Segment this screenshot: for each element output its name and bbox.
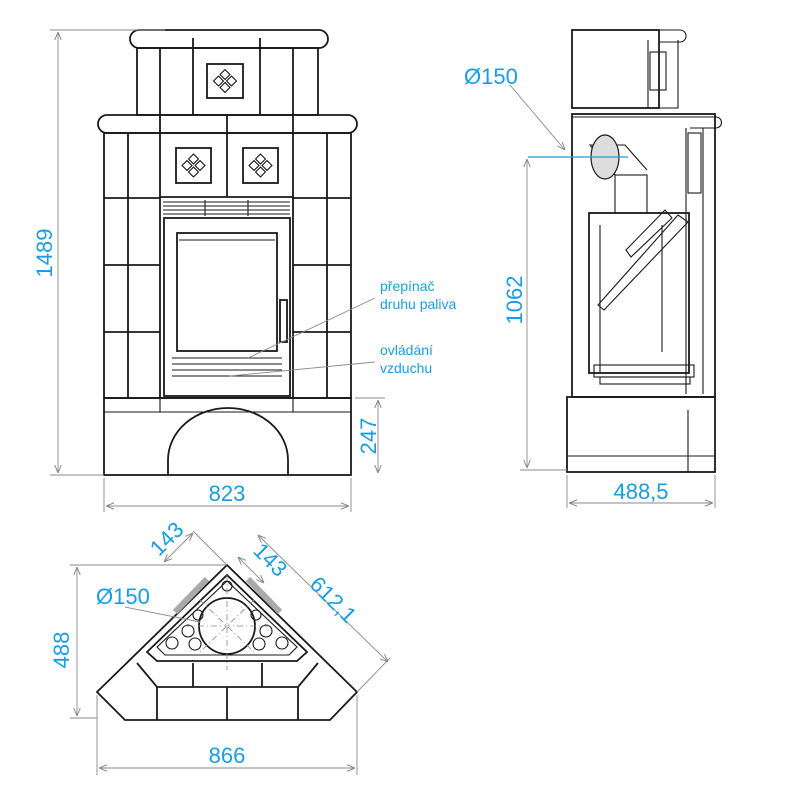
plan-offset-right: 143 (248, 538, 292, 582)
plan-flue-diameter: Ø150 (96, 584, 150, 609)
height-dimension: 1489 (32, 229, 57, 278)
fuel-switch-label-2: druhu paliva (380, 296, 456, 312)
ornament-icon (181, 153, 206, 178)
side-flue-diameter: Ø150 (464, 64, 518, 89)
ornament-tile (175, 147, 212, 184)
firebox-door[interactable] (163, 217, 291, 397)
base-arch (167, 407, 289, 475)
plan-offset-left: 143 (145, 517, 189, 561)
ornament-icon (213, 69, 237, 93)
base (103, 397, 352, 476)
plan-side-length-dimension: 612,1 (305, 571, 362, 628)
base-height-dimension: 247 (356, 418, 381, 455)
air-control-label-1: ovládání (380, 342, 433, 358)
plan-view: Ø150 488 866 612,1 143 143 (49, 517, 391, 775)
plan-depth-dimension: 488 (49, 632, 74, 669)
side-depth-dimension: 488,5 (613, 479, 668, 504)
door-glass (176, 232, 278, 352)
air-control-grate (172, 357, 282, 377)
plan-width-dimension: 866 (209, 743, 246, 768)
front-view: přepínač druhu paliva ovládání vzduchu 1… (32, 29, 456, 512)
door-handle[interactable] (279, 299, 288, 343)
air-control-label-2: vzduchu (380, 360, 432, 376)
top-cornice (129, 29, 329, 49)
side-view: 1062 Ø150 488,5 (464, 29, 722, 508)
ornament-tile (242, 147, 279, 184)
width-dimension: 823 (209, 481, 246, 506)
ornament-tile (206, 63, 244, 99)
ornament-icon (248, 153, 273, 178)
flue-height-dimension: 1062 (502, 276, 527, 325)
top-grille (163, 200, 290, 216)
fuel-switch-label-1: přepínač (380, 278, 434, 294)
